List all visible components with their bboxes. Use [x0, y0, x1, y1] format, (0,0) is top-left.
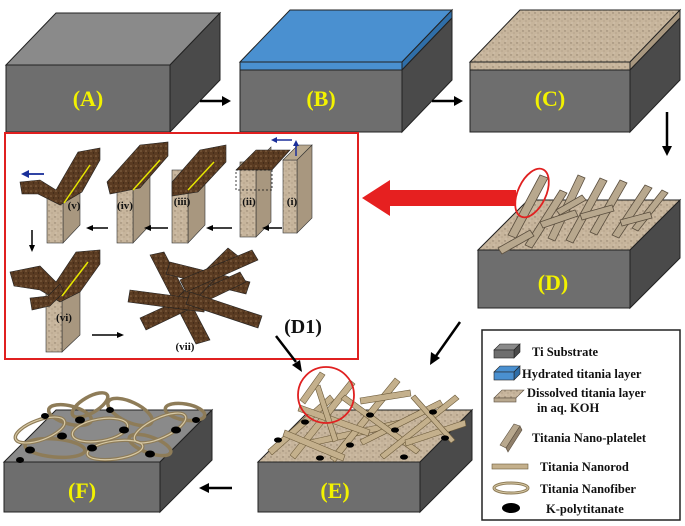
arrow-d1-to-e — [275, 335, 302, 372]
inset-step-arrows — [29, 225, 282, 338]
legend-k-polytitanate-label: K-polytitanate — [546, 502, 624, 516]
stage-c-substrate: (C) — [468, 8, 682, 134]
stage-e-substrate: (E) — [256, 366, 474, 514]
inset-d1: (i) (ii) (iii) (iv) — [4, 132, 359, 360]
legend-dissolved-layer: Dissolved titania layer in aq. KOH — [493, 386, 646, 415]
step-vii-label: (vii) — [176, 341, 195, 353]
legend-nanorod: Titania Nanorod — [491, 460, 629, 474]
stage-e-nanorods — [267, 371, 467, 463]
step-ii-platelet: (ii) — [235, 137, 299, 238]
stage-c-label: (C) — [535, 86, 566, 111]
stage-d-substrate: (D) — [476, 167, 682, 310]
stage-d-label: (D) — [538, 270, 569, 295]
legend-dissolved-line2: in aq. KOH — [537, 401, 599, 415]
legend-hydrated-layer-label: Hydrated titania layer — [522, 367, 642, 381]
step-vi-structure: (vi) — [9, 249, 101, 353]
arrow-c-to-d — [662, 112, 672, 156]
arrow-e-to-f — [199, 483, 232, 493]
step-v-label: (v) — [68, 200, 81, 212]
step-vii-structure: (vii) — [127, 247, 263, 353]
legend-nanorod-label: Titania Nanorod — [540, 460, 629, 474]
legend-nanofiber: Titania Nanofiber — [492, 481, 636, 496]
step-iii-platelet: (iii) — [171, 144, 227, 244]
legend-hydrated-layer: Hydrated titania layer — [493, 365, 642, 381]
big-red-arrow — [362, 180, 516, 216]
stage-a-substrate: (A) — [4, 11, 222, 134]
inset-d1-label: (D1) — [284, 316, 322, 338]
legend-k-polytitanate: K-polytitanate — [502, 502, 624, 516]
legend-nanofiber-label: Titania Nanofiber — [540, 482, 636, 496]
stage-e-k-polytitanate — [274, 409, 449, 461]
legend-nano-platelet-label: Titania Nano-platelet — [532, 431, 647, 445]
step-iii-label: (iii) — [174, 196, 191, 208]
stage-e-label: (E) — [320, 478, 349, 503]
stage-f-k-polytitanate — [16, 407, 200, 463]
step-i-label: (i) — [287, 196, 298, 208]
step-i-platelet: (i) — [282, 144, 313, 234]
stage-e-highlight-circle — [297, 366, 355, 424]
step-iv-platelet: (iv) — [106, 141, 169, 244]
legend-dissolved-line1: Dissolved titania layer — [527, 386, 646, 400]
arrow-d-to-e — [430, 321, 462, 365]
stage-b-substrate: (B) — [238, 8, 454, 134]
step-v-platelet: (v) — [19, 147, 101, 244]
stage-f-substrate: (F) — [2, 391, 214, 514]
step-ii-label: (ii) — [242, 196, 256, 208]
arrow-a-to-b — [200, 96, 231, 106]
stage-b-label: (B) — [306, 86, 335, 111]
step-iv-label: (iv) — [117, 200, 133, 212]
step-vi-label: (vi) — [56, 312, 72, 324]
legend: Ti Substrate Hydrated titania layer Diss… — [481, 329, 681, 521]
stage-a-label: (A) — [73, 86, 104, 111]
legend-ti-substrate-label: Ti Substrate — [532, 345, 599, 359]
stage-d-platelets — [497, 174, 669, 255]
arrow-b-to-c — [432, 96, 463, 106]
legend-ti-substrate: Ti Substrate — [493, 343, 599, 359]
legend-nano-platelet: Titania Nano-platelet — [499, 423, 647, 453]
stage-d-highlight-circle — [514, 167, 550, 219]
stage-f-label: (F) — [68, 478, 96, 503]
